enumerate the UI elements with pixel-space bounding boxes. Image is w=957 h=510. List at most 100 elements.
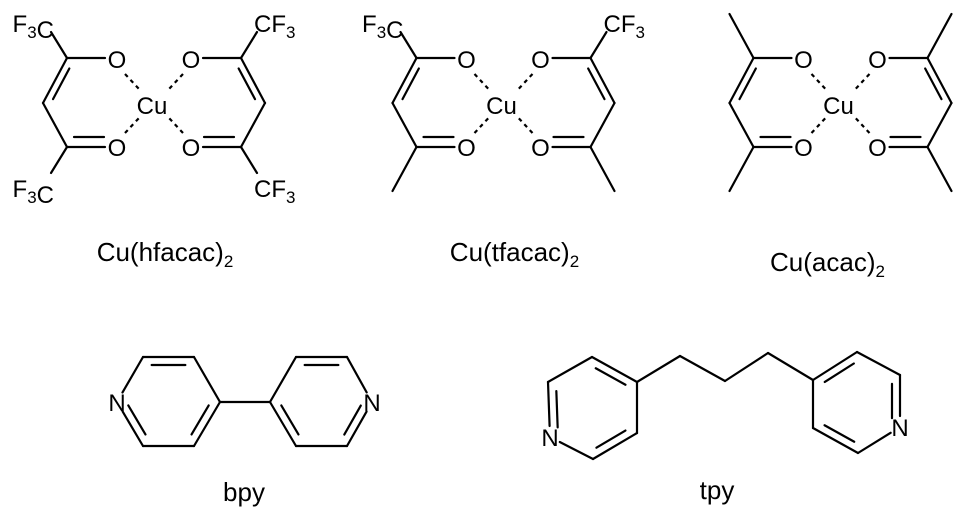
double-bond-inner	[127, 404, 147, 436]
coordination-bond	[473, 117, 490, 134]
bond	[589, 101, 616, 149]
trifluoromethyl-group: F3C	[362, 11, 403, 44]
oxygen-atom: O	[794, 47, 813, 74]
double-bond-inner	[401, 67, 420, 101]
methyl-bond	[926, 12, 953, 60]
bond	[239, 30, 259, 60]
double-bond-inner	[924, 67, 943, 101]
bond	[49, 145, 69, 175]
methyl-bond	[926, 145, 953, 193]
bond	[589, 56, 616, 105]
ring-bond	[192, 355, 222, 404]
ring-bond	[558, 440, 595, 461]
bond	[49, 30, 69, 60]
ring-bond	[121, 410, 145, 448]
oxygen-atom: O	[531, 47, 550, 74]
double-bond-inner	[190, 404, 210, 436]
coordination-bond	[124, 117, 140, 134]
nitrogen-atom: N	[108, 390, 125, 417]
methyl-bond	[391, 145, 418, 193]
double-bond-inner	[280, 404, 300, 436]
molecule-label: Cu(hfacac)2	[97, 237, 234, 271]
ring-bond	[811, 426, 860, 455]
ring-bond	[546, 380, 551, 428]
nitrogen-atom: N	[891, 415, 908, 442]
copper-atom: Cu	[486, 93, 517, 120]
double-bond-inner	[594, 367, 627, 386]
double-bond-inner	[823, 362, 855, 384]
nitrogen-atom: N	[541, 425, 558, 452]
methyl-bond	[728, 145, 755, 193]
coordination-bond	[854, 73, 871, 90]
coordination-bond	[810, 117, 827, 134]
trifluoromethyl-group: F3C	[13, 176, 54, 209]
double-bond-inner	[51, 67, 71, 101]
alkyl-chain-bond	[766, 351, 815, 382]
oxygen-atom: O	[182, 135, 201, 162]
trifluoromethyl-group: CF3	[254, 11, 295, 42]
coordination-bond	[473, 73, 490, 90]
oxygen-atom: O	[794, 135, 813, 162]
trifluoromethyl-group: CF3	[254, 176, 295, 207]
bond	[41, 101, 69, 149]
oxygen-atom: O	[108, 135, 127, 162]
methyl-bond	[728, 12, 755, 60]
double-bond-inner	[738, 67, 757, 101]
bond	[926, 56, 953, 105]
methyl-bond	[589, 145, 616, 193]
coordination-bond	[517, 73, 534, 90]
ring-bond	[268, 400, 298, 448]
double-bond-inner	[237, 67, 257, 101]
oxygen-atom: O	[531, 135, 550, 162]
bond	[41, 56, 69, 105]
coordination-bond	[124, 73, 140, 90]
nitrogen-atom: N	[363, 390, 380, 417]
ring-bond	[591, 431, 639, 461]
trifluoromethyl-group: CF3	[604, 11, 645, 42]
oxygen-atom: O	[457, 47, 476, 74]
double-bond-inner	[343, 404, 362, 436]
copper-atom: Cu	[823, 93, 854, 120]
bond	[589, 30, 608, 60]
bond	[926, 101, 953, 149]
copper-atom: Cu	[137, 93, 168, 120]
bond	[239, 56, 267, 105]
double-bond-inner	[595, 429, 627, 449]
bond	[728, 56, 755, 105]
bond	[728, 101, 755, 149]
ring-bond	[268, 355, 298, 404]
bond	[239, 145, 259, 175]
molecule-label: bpy	[223, 477, 265, 507]
alkyl-chain-bond	[635, 354, 682, 384]
ring-bond	[856, 431, 892, 455]
bond	[399, 30, 418, 60]
ring-bond	[811, 350, 859, 382]
ring-bond	[590, 355, 639, 384]
molecule-label: tpy	[700, 475, 735, 505]
alkyl-chain-bond	[678, 354, 727, 383]
coordination-bond	[168, 117, 184, 134]
coordination-bond	[517, 117, 534, 134]
oxygen-atom: O	[108, 47, 127, 74]
alkyl-chain-bond	[723, 351, 770, 383]
double-bond-inner	[823, 424, 856, 443]
bond	[391, 56, 418, 105]
coordination-bond	[168, 73, 184, 90]
molecule-label: Cu(acac)2	[770, 247, 885, 281]
oxygen-atom: O	[868, 47, 887, 74]
oxygen-atom: O	[182, 47, 201, 74]
trifluoromethyl-group: F3C	[13, 11, 54, 44]
ring-bond	[345, 355, 368, 394]
molecule-label: Cu(tfacac)2	[450, 237, 579, 271]
ring-bond	[345, 410, 368, 448]
double-bond-inner	[587, 67, 606, 101]
ring-bond	[546, 355, 594, 384]
coordination-bond	[810, 73, 827, 90]
bond	[391, 101, 418, 149]
